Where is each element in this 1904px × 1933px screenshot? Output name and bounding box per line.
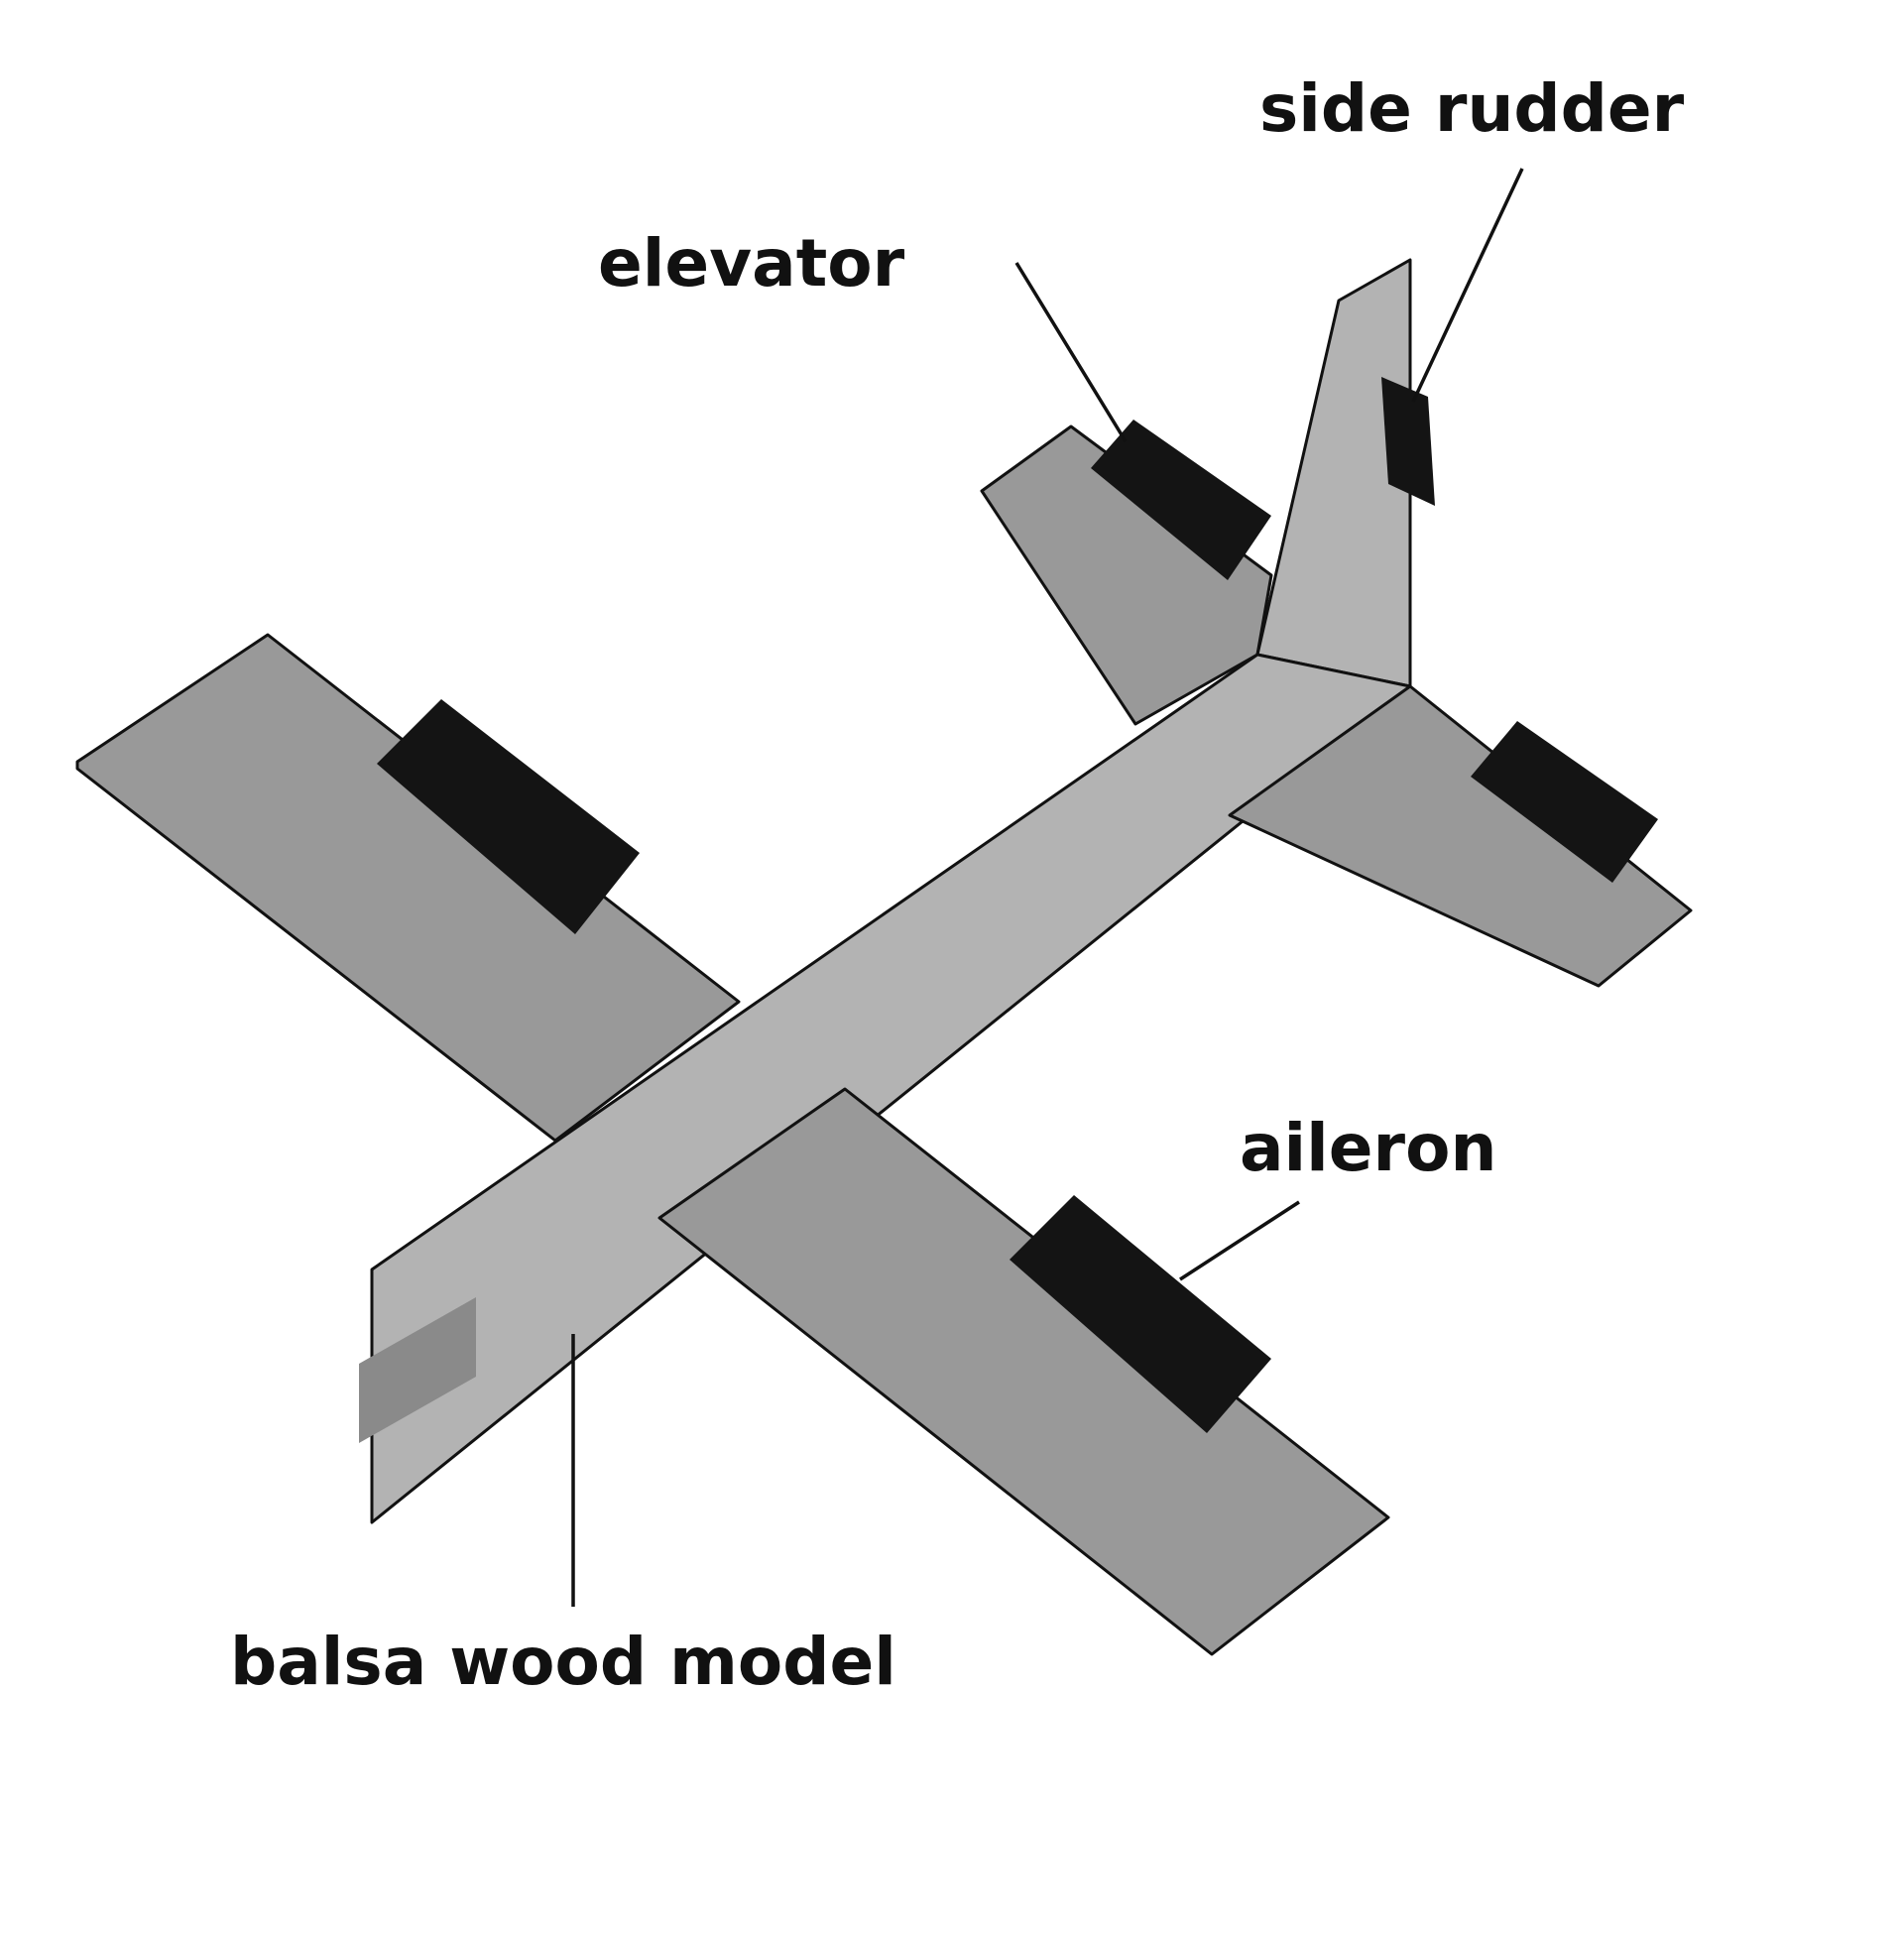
right-wing-surface (657, 1087, 1390, 1656)
right-stabilizer (1228, 684, 1693, 988)
vertical-fin-surface (1255, 258, 1412, 688)
elevator-right (1471, 721, 1658, 883)
model-label: balsa wood model (230, 1624, 896, 1700)
left-stabilizer-surface (980, 424, 1273, 726)
right-stabilizer-surface (1228, 684, 1693, 988)
side-rudder-flap (1381, 377, 1435, 506)
nose-patch (359, 1297, 476, 1443)
left-stabilizer (980, 420, 1273, 726)
elevator-label: elevator (598, 225, 905, 302)
aileron-left (377, 699, 640, 934)
elevator-left (1091, 420, 1271, 580)
elevator-leader (1014, 262, 1128, 442)
aileron-label: aileron (1240, 1110, 1496, 1186)
side-rudder-leader (1411, 168, 1524, 403)
aileron-leader (1179, 1200, 1300, 1281)
right-wing (657, 1087, 1390, 1656)
vertical-fin (1255, 258, 1435, 688)
left-wing-surface (75, 633, 741, 1143)
aileron-right (1010, 1195, 1271, 1433)
side-rudder-label: side rudder (1259, 70, 1685, 147)
left-wing (75, 633, 741, 1143)
